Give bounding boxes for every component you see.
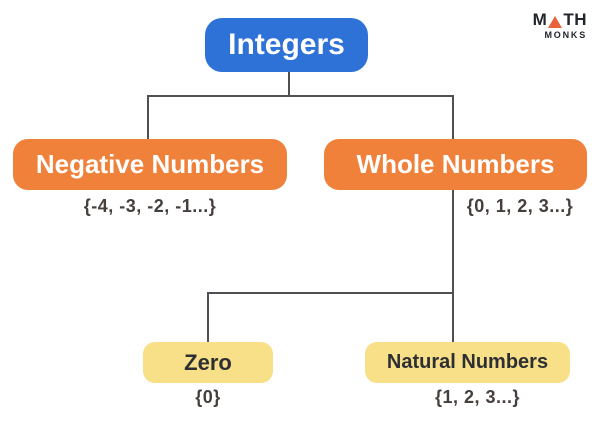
logo-line-math: M TH	[533, 11, 587, 28]
connector-zero-drop	[207, 292, 209, 342]
connector-bottom-horizontal	[207, 292, 454, 294]
set-label-natural-numbers: {1, 2, 3...}	[434, 387, 521, 407]
connector-whole-stem	[452, 190, 454, 293]
connector-negative-drop	[147, 95, 149, 140]
connector-top-horizontal	[147, 95, 453, 97]
node-whole-numbers: Whole Numbers	[324, 139, 587, 190]
node-zero: Zero	[143, 342, 273, 383]
logo-letters-th: TH	[563, 10, 587, 29]
node-natural-numbers: Natural Numbers	[365, 342, 570, 383]
logo-letter-m: M	[532, 10, 548, 29]
logo-line-monks: MONKS	[544, 30, 587, 40]
logo-triangle-a-icon	[548, 16, 563, 28]
set-label-zero: {0}	[195, 387, 221, 407]
node-integers: Integers	[205, 18, 368, 72]
node-negative-numbers: Negative Numbers	[13, 139, 287, 190]
set-label-whole-numbers: {0, 1, 2, 3...}	[466, 196, 574, 216]
connector-whole-drop	[452, 95, 454, 140]
set-label-negative-numbers: {-4, -3, -2, -1...}	[83, 196, 217, 216]
connector-root-stem	[288, 72, 290, 95]
connector-natural-drop	[452, 292, 454, 342]
math-monks-logo: M TH MONKS	[533, 11, 587, 40]
